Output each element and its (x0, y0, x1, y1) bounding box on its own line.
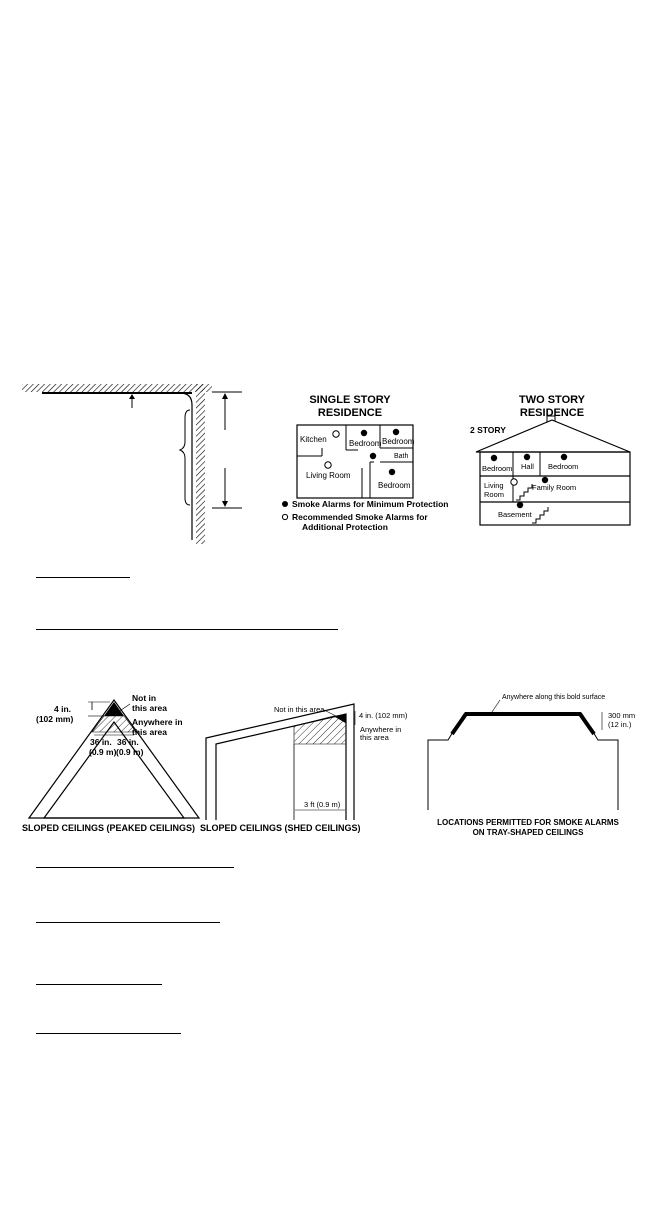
story-label: 2 STORY (470, 425, 506, 435)
peaked-left-1: 36 in. (90, 737, 112, 747)
room-bedroom-right: Bedroom (548, 462, 578, 471)
alarm-bedroom-left (490, 454, 498, 462)
room-bedroom-c: Bedroom (378, 481, 411, 490)
room-bedroom-left: Bedroom (482, 464, 512, 473)
legend-filled-dot (282, 501, 288, 507)
wall-hatch (196, 384, 205, 544)
filled-alarm-hall (369, 452, 377, 460)
alarm-basement (516, 501, 524, 509)
open-alarm-living (324, 461, 332, 469)
room-bedroom-b: Bedroom (382, 437, 415, 446)
shed-outer (205, 703, 355, 820)
shed-inner (215, 713, 347, 820)
shed-caption: SLOPED CEILINGS (SHED CEILINGS) (200, 823, 361, 833)
room-bath: Bath (394, 453, 409, 460)
open-alarm-living (510, 478, 518, 486)
room-bedroom-a: Bedroom (349, 439, 382, 448)
section-underline-3 (36, 867, 234, 868)
filled-alarm-bedroom-c (388, 468, 396, 476)
section-underline-2 (36, 629, 338, 630)
room-hall: Hall (521, 462, 534, 471)
tray-ceiling-diagram: Anywhere along this bold surface 300 mm … (427, 694, 635, 837)
alarm-family (541, 476, 549, 484)
shed-any-1: Anywhere in (360, 725, 401, 734)
dim-bottom-arrowhead (222, 501, 228, 507)
tray-dim-1: 300 mm (608, 711, 635, 720)
ceiling-hatch (22, 384, 212, 392)
tray-surface-label: Anywhere along this bold surface (502, 694, 605, 701)
legend-open-dot (281, 513, 289, 521)
two-story-diagram: TWO STORY RESIDENCE 2 STORY Bedroom Hall… (470, 394, 631, 526)
peaked-not-2: this area (132, 703, 167, 713)
shed-anywhere-area (293, 715, 347, 745)
dim-top-arrowhead (222, 393, 228, 399)
stairs-upper (516, 484, 533, 501)
shed-width: 3 ft (0.9 m) (304, 800, 341, 809)
section-underline-6 (36, 1033, 181, 1034)
wall-bracket (178, 409, 191, 506)
peaked-right-2: (0.9 m) (116, 747, 144, 757)
room-basement: Basement (498, 510, 533, 519)
room-living-1: Living (484, 481, 504, 490)
room-living-2: Room (484, 490, 504, 499)
ceiling-arrowhead (129, 394, 135, 399)
corner-line (179, 392, 193, 540)
peaked-right-1: 36 in. (117, 737, 139, 747)
section-underline-5 (36, 984, 162, 985)
section-underline-1 (36, 577, 130, 578)
filled-alarm-bedroom-b (392, 428, 400, 436)
tray-bold-surface (450, 712, 596, 736)
shed-dim: 4 in. (102 mm) (359, 711, 408, 720)
tray-caption-1: LOCATIONS PERMITTED FOR SMOKE ALARMS (437, 818, 619, 827)
peaked-dim-2: (102 mm) (36, 714, 73, 724)
peaked-not-1: Not in (132, 693, 156, 703)
alarm-bedroom-right (560, 453, 568, 461)
single-story-diagram: SINGLE STORY RESIDENCE Kitchen Bedroom B… (281, 394, 449, 532)
tray-caption-2: ON TRAY-SHAPED CEILINGS (473, 828, 584, 837)
section-underline-4 (36, 922, 220, 923)
filled-alarm-bedroom-a (360, 429, 368, 437)
open-alarm-kitchen (332, 430, 340, 438)
peaked-caption: SLOPED CEILINGS (PEAKED CEILINGS) (22, 823, 195, 833)
peaked-left-2: (0.9 m) (89, 747, 117, 757)
legend-filled: Smoke Alarms for Minimum Protection (292, 499, 449, 509)
shed-not-area (334, 714, 346, 723)
single-story-title-1: SINGLE STORY (309, 394, 391, 406)
shed-any-2: this area (360, 733, 390, 742)
peaked-dim-1: 4 in. (54, 704, 71, 714)
stairs-lower (532, 507, 549, 524)
house-outline (479, 451, 631, 526)
tray-dim-2: (12 in.) (608, 720, 632, 729)
shed-ceiling-diagram: Not in this area 4 in. (102 mm) Anywhere… (200, 703, 408, 833)
peaked-any-2: this area (132, 727, 167, 737)
room-kitchen: Kitchen (300, 435, 327, 444)
wall-ceiling-diagram (22, 384, 242, 544)
shed-not-label: Not in this area (274, 705, 325, 714)
peak-anywhere-area (91, 715, 137, 733)
peaked-ceiling-diagram: 4 in. (102 mm) Not in this area Anywhere… (22, 693, 201, 833)
peak-inner (42, 720, 186, 819)
two-story-title-1: TWO STORY (519, 394, 586, 406)
room-family: Family Room (532, 483, 576, 492)
alarm-hall (523, 453, 531, 461)
room-living: Living Room (306, 471, 351, 480)
legend-open-2: Additional Protection (302, 522, 388, 532)
peaked-any-1: Anywhere in (132, 717, 183, 727)
single-story-title-2: RESIDENCE (318, 407, 382, 419)
peak-not-area (104, 702, 124, 716)
two-story-title-2: RESIDENCE (520, 407, 584, 419)
legend-open-1: Recommended Smoke Alarms for (292, 512, 428, 522)
